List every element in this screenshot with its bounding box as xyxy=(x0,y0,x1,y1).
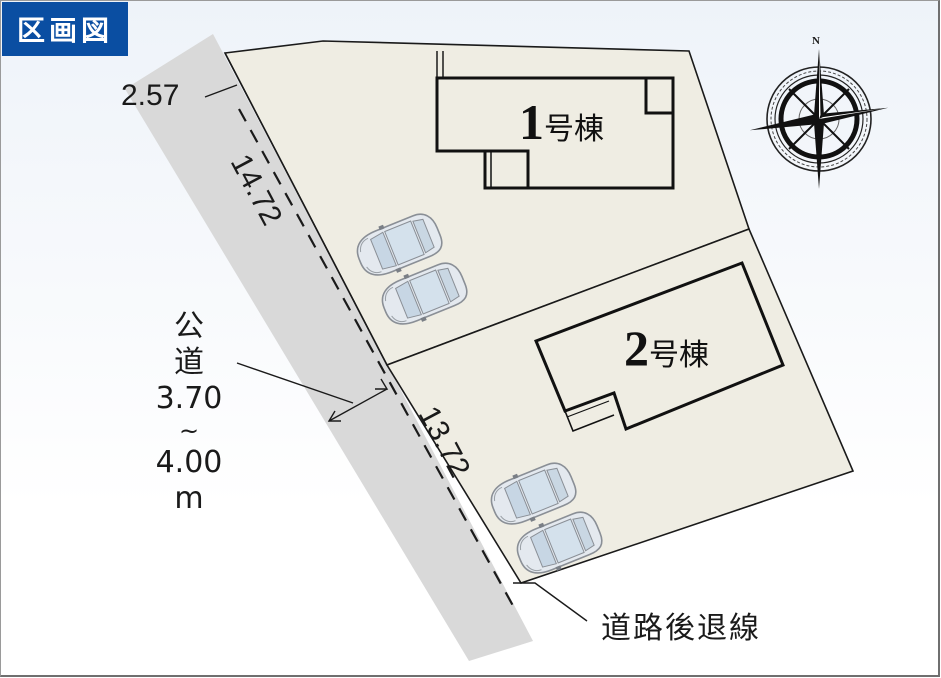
compass-rose-icon xyxy=(749,49,889,189)
setback-line-label: 道路後退線 xyxy=(601,611,761,646)
dimension-top-corner: 2.57 xyxy=(121,79,180,112)
page-title: 区画図 xyxy=(2,2,128,56)
public-road xyxy=(125,34,533,661)
building-2-label: 2号棟 xyxy=(624,320,709,376)
building-2-outline xyxy=(534,261,785,433)
building-1-label: 1号棟 xyxy=(519,94,604,150)
road-width-label: 公 道 3.70 ~ 4.00 m xyxy=(155,309,223,516)
building-1-outline xyxy=(435,51,675,190)
compass-north-label: N xyxy=(812,35,820,47)
